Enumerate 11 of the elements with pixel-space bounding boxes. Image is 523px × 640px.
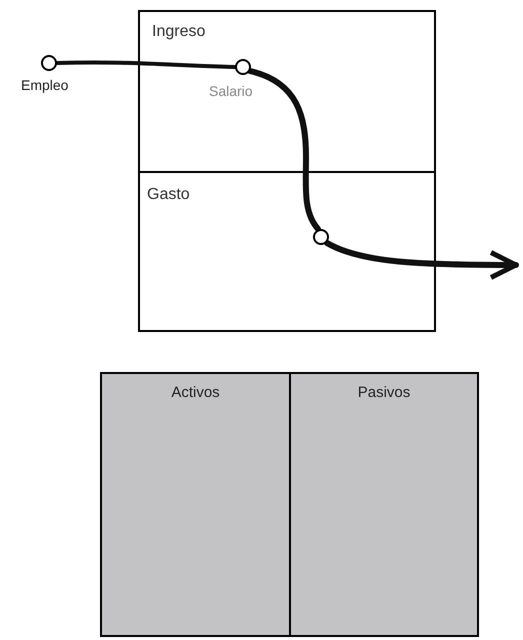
point-label: Empleo: [21, 76, 68, 95]
balance-panel: [289, 372, 479, 637]
section-title: Ingreso: [152, 22, 206, 42]
flow-arrow: [324, 240, 519, 280]
balance-panel: [100, 372, 291, 637]
point-label: Salario: [209, 82, 253, 101]
section-title: Pasivos: [356, 383, 412, 403]
section-title: Activos: [170, 383, 221, 403]
section-title: Gasto: [147, 185, 190, 205]
section-box: [138, 171, 436, 332]
section-box: [138, 10, 436, 173]
